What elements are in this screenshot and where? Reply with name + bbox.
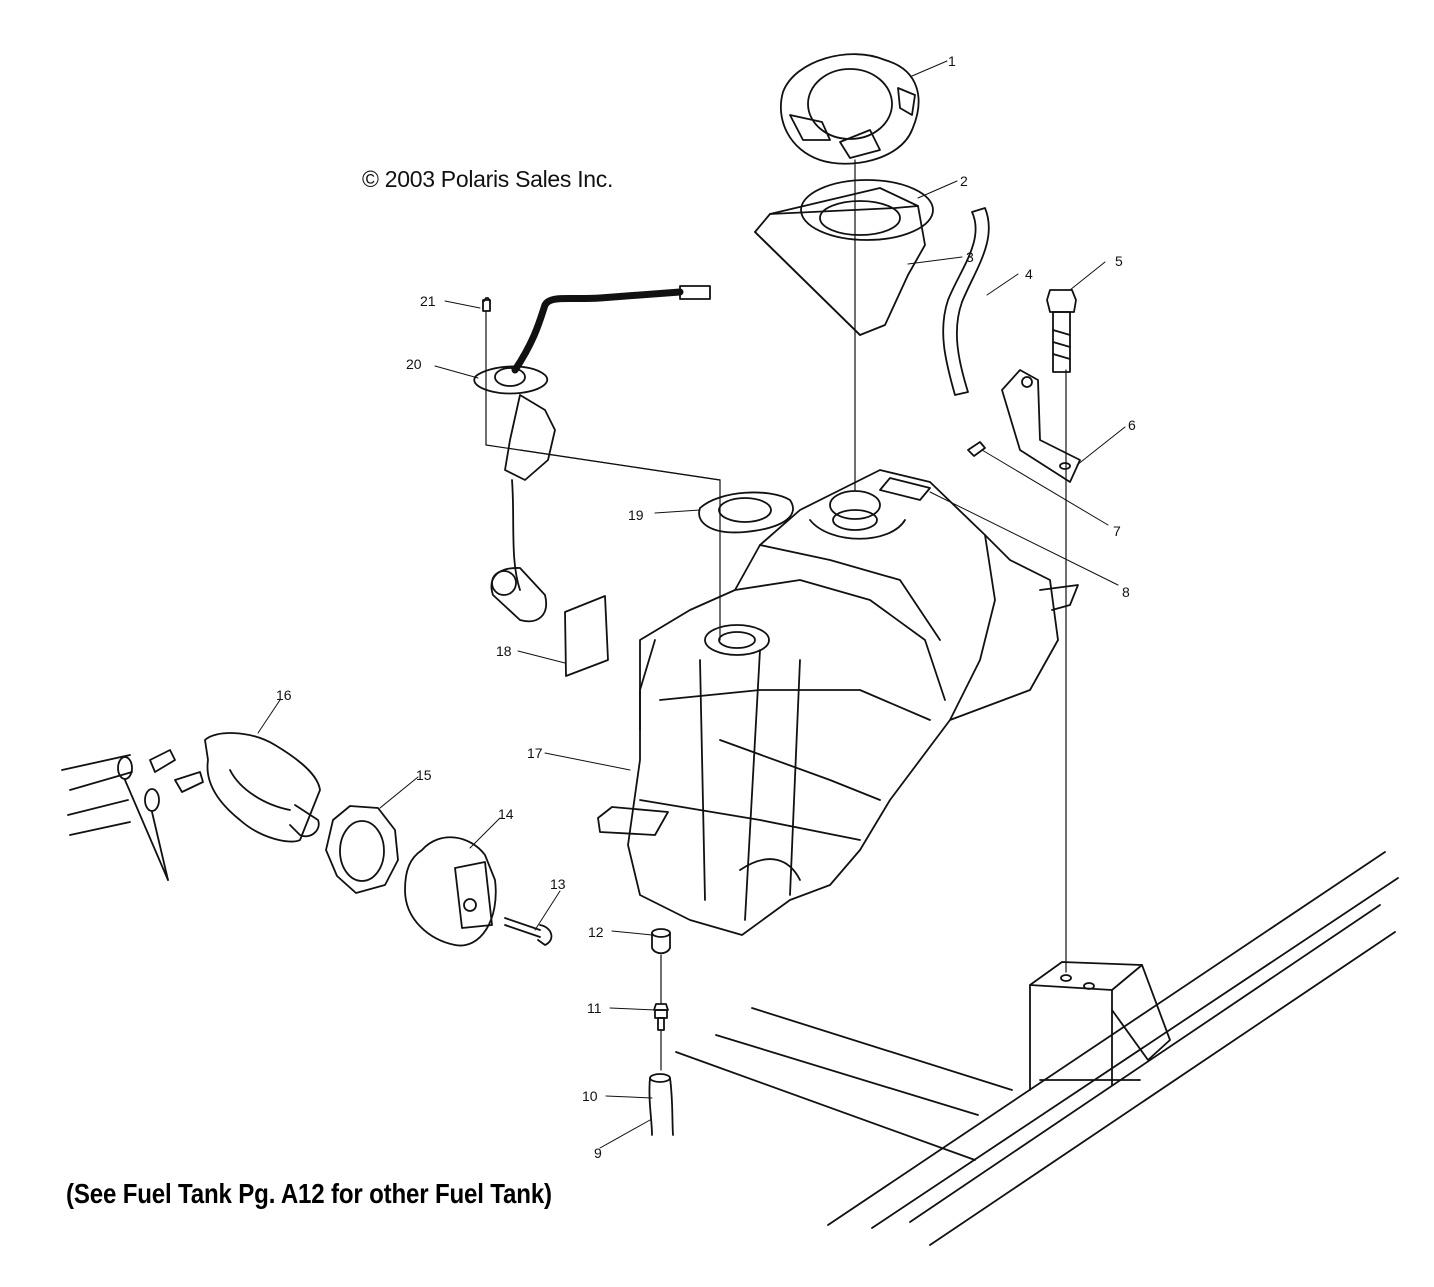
callout-part-16[interactable]: 16 xyxy=(276,687,292,703)
callout-part-19[interactable]: 19 xyxy=(628,507,644,523)
callout-part-18[interactable]: 18 xyxy=(496,643,512,659)
explode-lines xyxy=(485,159,1067,1071)
gasket-ring-icon xyxy=(800,179,934,241)
bracket-icon xyxy=(1001,369,1081,483)
clip-icon xyxy=(967,441,986,457)
leader-lines xyxy=(257,60,1126,1149)
callout-part-12[interactable]: 12 xyxy=(588,924,604,940)
hex-nut-icon xyxy=(325,805,399,894)
fitting-icon xyxy=(653,1003,669,1031)
callout-part-17[interactable]: 17 xyxy=(527,745,543,761)
grommet-icon xyxy=(651,928,671,955)
fuel-filter-icon xyxy=(61,732,321,881)
callout-part-4[interactable]: 4 xyxy=(1025,266,1033,282)
fuel-cap-icon xyxy=(779,53,920,165)
fuel-sender-icon xyxy=(473,285,711,623)
small-screw-icon xyxy=(482,297,491,312)
callout-part-13[interactable]: 13 xyxy=(550,876,566,892)
label-icon xyxy=(564,595,609,677)
filter-mount-icon xyxy=(404,836,497,947)
callout-part-7[interactable]: 7 xyxy=(1113,523,1121,539)
copyright-notice: © 2003 Polaris Sales Inc. xyxy=(362,166,614,192)
callout-part-1[interactable]: 1 xyxy=(948,53,956,69)
footnote-reference: (See Fuel Tank Pg. A12 for other Fuel Ta… xyxy=(66,1178,552,1209)
callout-part-10[interactable]: 10 xyxy=(582,1088,598,1104)
callout-part-20[interactable]: 20 xyxy=(406,356,422,372)
callout-part-9[interactable]: 9 xyxy=(594,1145,602,1161)
callout-part-6[interactable]: 6 xyxy=(1128,417,1136,433)
callout-part-11[interactable]: 11 xyxy=(587,1000,602,1016)
frame-rails-icon xyxy=(675,851,1399,1246)
fuel-tank-icon xyxy=(597,469,1079,936)
callout-part-5[interactable]: 5 xyxy=(1115,253,1123,269)
hose-icon xyxy=(648,1073,674,1136)
callout-part-8[interactable]: 8 xyxy=(1122,584,1130,600)
callout-part-15[interactable]: 15 xyxy=(416,767,432,783)
callout-part-14[interactable]: 14 xyxy=(498,806,514,822)
sender-gasket-icon xyxy=(698,491,794,534)
vent-hose-icon xyxy=(942,207,990,396)
pad-icon xyxy=(754,187,926,336)
callout-part-2[interactable]: 2 xyxy=(960,173,968,189)
bolt-icon xyxy=(1046,289,1077,373)
callout-part-3[interactable]: 3 xyxy=(966,249,974,265)
screw-icon xyxy=(504,917,553,946)
callout-part-21[interactable]: 21 xyxy=(420,293,436,309)
